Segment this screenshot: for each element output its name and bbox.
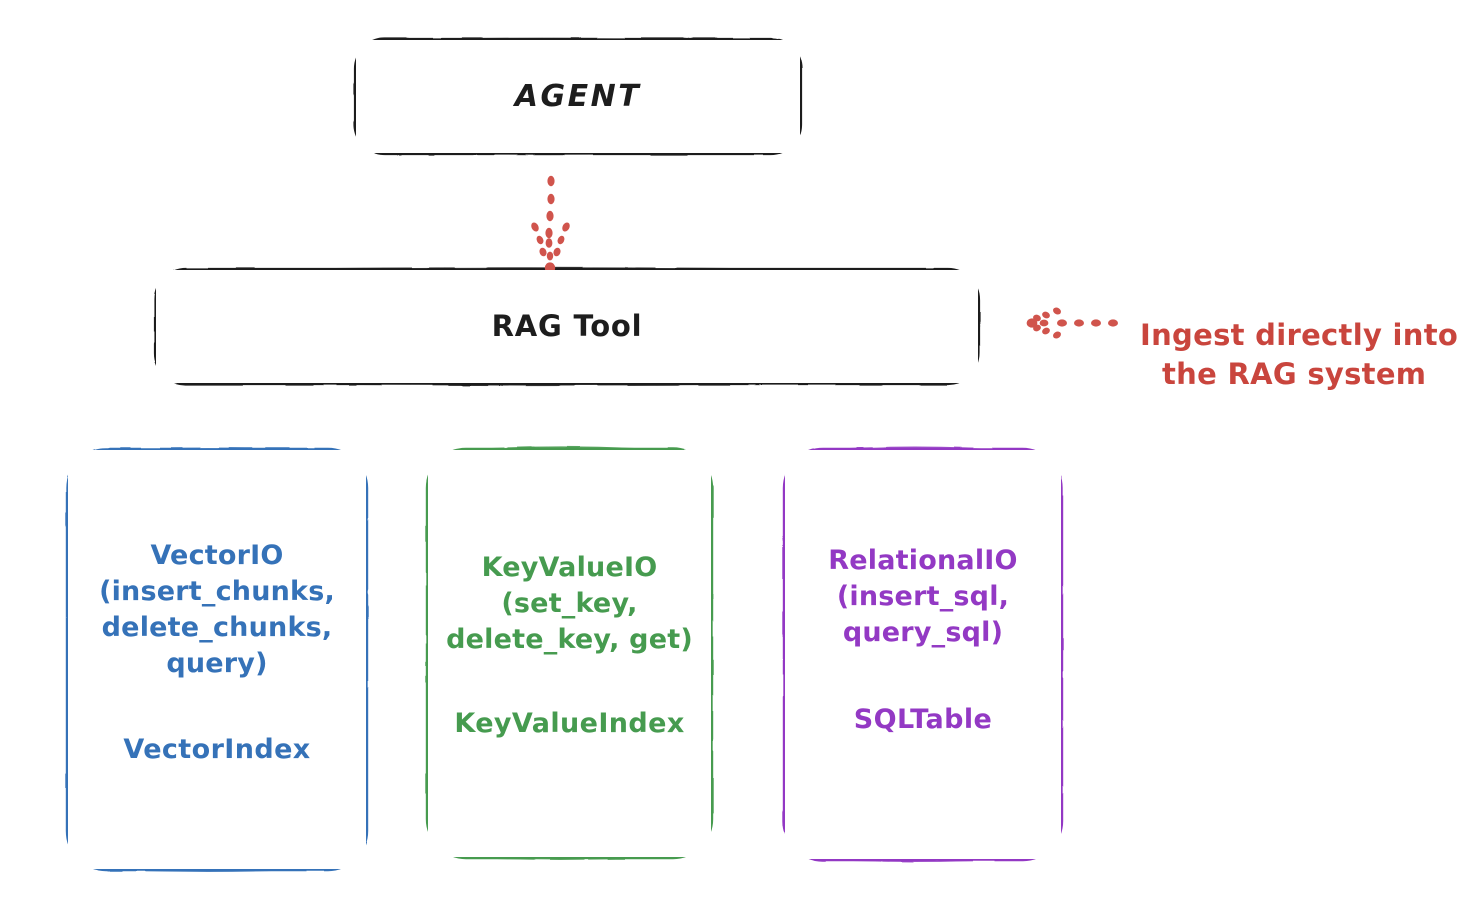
ingest-annotation-arrow — [1026, 307, 1118, 339]
node-vector-io[interactable]: VectorIO (insert_chunks, delete_chunks, … — [68, 450, 366, 869]
node-agent[interactable]: AGENT — [356, 40, 800, 153]
ingest-annotation-line-2: the RAG system — [1162, 356, 1427, 391]
key-value-io-api-label: KeyValueIO (set_key, delete_key, get) — [446, 552, 693, 655]
agent-to-rag-tool-arrow — [531, 175, 570, 274]
node-relational-io[interactable]: RelationalIO (insert_sql, query_sql) SQL… — [785, 450, 1061, 859]
key-value-io-index-label: KeyValueIndex — [454, 707, 685, 739]
vector-io-api-label: VectorIO (insert_chunks, delete_chunks, … — [99, 540, 335, 679]
node-agent-label: AGENT — [514, 78, 642, 114]
ingest-annotation-line-1: Ingest directly into — [1140, 318, 1459, 353]
node-rag-tool[interactable]: RAG Tool — [156, 270, 978, 383]
relational-io-index-label: SQLTable — [853, 703, 993, 735]
relational-io-api-label: RelationalIO (insert_sql, query_sql) — [828, 545, 1018, 648]
node-rag-tool-label: RAG Tool — [491, 309, 643, 344]
ingest-annotation: Ingest directly into the RAG system — [1140, 278, 1480, 431]
node-key-value-io[interactable]: KeyValueIO (set_key, delete_key, get) Ke… — [428, 450, 711, 857]
vector-io-index-label: VectorIndex — [123, 733, 311, 765]
